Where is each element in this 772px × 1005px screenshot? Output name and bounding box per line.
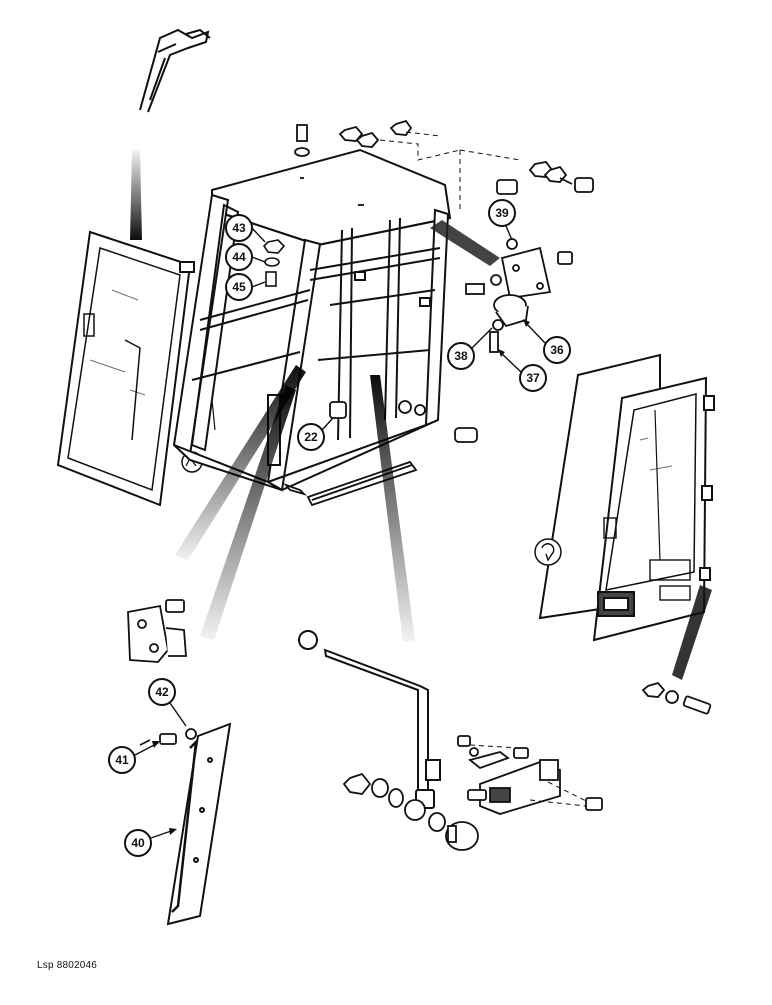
callout-43: 43 [225,214,253,242]
door-latch [489,294,529,353]
callout-22: 22 [297,423,325,451]
grab-handle [166,722,232,926]
callout-label: 41 [115,753,129,767]
callout-39: 39 [488,199,516,227]
door-rod [298,630,441,809]
callout-label: 39 [495,206,509,220]
callout-40: 40 [124,829,152,857]
washer-44 [264,257,280,267]
roof-fasteners [294,119,413,206]
nut-43 [262,239,286,254]
lower-hinge-plate [127,599,187,663]
callout-41: 41 [108,746,136,774]
door-latch-mechanism [457,735,603,815]
rod-fasteners [342,772,479,851]
leader-shading-hinge [430,220,500,266]
callout-36: 36 [543,336,571,364]
right-door-bolts [641,681,712,715]
callout-label: 36 [550,343,564,357]
callout-label: 45 [232,280,246,294]
callout-45: 45 [225,273,253,301]
right-door-frame [534,376,715,642]
latch-dashed-guides [469,744,589,807]
callout-44: 44 [225,243,253,271]
leader-shading-rod [370,375,415,642]
handle-fasteners [139,728,197,746]
callout-label: 43 [232,221,246,235]
callout-label: 40 [131,836,145,850]
bolt-45 [265,271,277,287]
hinge-plate [465,238,573,300]
callout-label: 44 [232,250,246,264]
callout-label: 37 [526,371,540,385]
callout-label: 42 [155,685,169,699]
callout-37: 37 [519,364,547,392]
leader-shading-handle [200,385,296,640]
side-fasteners [329,400,478,443]
callout-label: 38 [454,349,468,363]
leader-shading-hinge-lower [175,365,306,560]
leader-shading-right-door [672,585,712,680]
dashed-guides [379,131,521,210]
callout-label: 22 [304,430,318,444]
drawing-code: Lsp 8802046 [37,960,98,971]
leader-shading-wiper [130,150,142,240]
hinge-bolts-top [496,161,594,195]
callout-38: 38 [447,342,475,370]
left-door [56,230,203,507]
wiper-arm [139,28,211,113]
callout-42: 42 [148,678,176,706]
door-lock-icon [534,538,562,566]
